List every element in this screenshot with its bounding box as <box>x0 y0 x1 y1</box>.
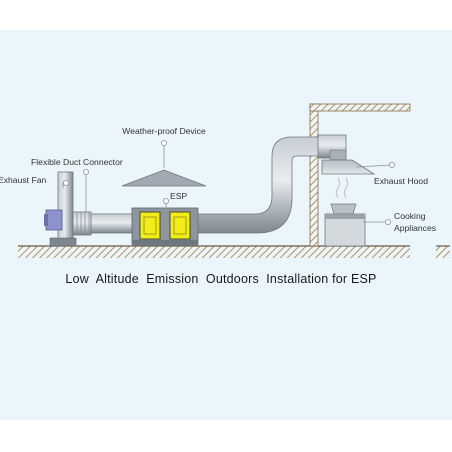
building-wall <box>309 103 411 247</box>
roof <box>309 103 411 112</box>
flex-duct <box>72 211 92 236</box>
wall <box>309 103 319 247</box>
esp-unit <box>131 207 199 246</box>
inlet-duct <box>90 213 134 234</box>
weather-cap <box>121 169 207 187</box>
flexible-duct-connector <box>72 211 92 236</box>
cooking-appliances <box>324 177 366 247</box>
label-cooking: Cooking <box>394 211 426 221</box>
esp-module-left <box>139 211 161 240</box>
ground-hatch-main <box>18 246 410 258</box>
wok <box>330 203 357 215</box>
label-weather-proof-device: Weather-proof Device <box>122 126 206 136</box>
ground <box>18 245 450 258</box>
label-exhaust-fan: Exhaust Fan <box>0 175 46 185</box>
esp-base <box>132 240 198 246</box>
stove <box>324 213 366 247</box>
ground-hatch-right <box>436 246 450 258</box>
fan-motor <box>45 209 63 231</box>
label-flexible-duct-connector: Flexible Duct Connector <box>31 157 123 167</box>
exhaust-fan <box>44 171 77 247</box>
fan-base <box>49 237 77 247</box>
outlet-duct <box>197 136 323 234</box>
hood-canopy <box>321 159 376 175</box>
weather-proof-device <box>121 169 207 187</box>
fan-motor-cap <box>44 214 48 226</box>
esp-module-right <box>169 211 191 240</box>
diagram-caption: Low Altitude Emission Outdoors Installat… <box>65 272 376 286</box>
exhaust-hood <box>321 149 376 175</box>
label-appliances: Appliances <box>394 223 436 233</box>
label-exhaust-hood: Exhaust Hood <box>374 176 428 186</box>
leader-lines <box>62 139 395 225</box>
label-esp: ESP <box>170 191 187 201</box>
